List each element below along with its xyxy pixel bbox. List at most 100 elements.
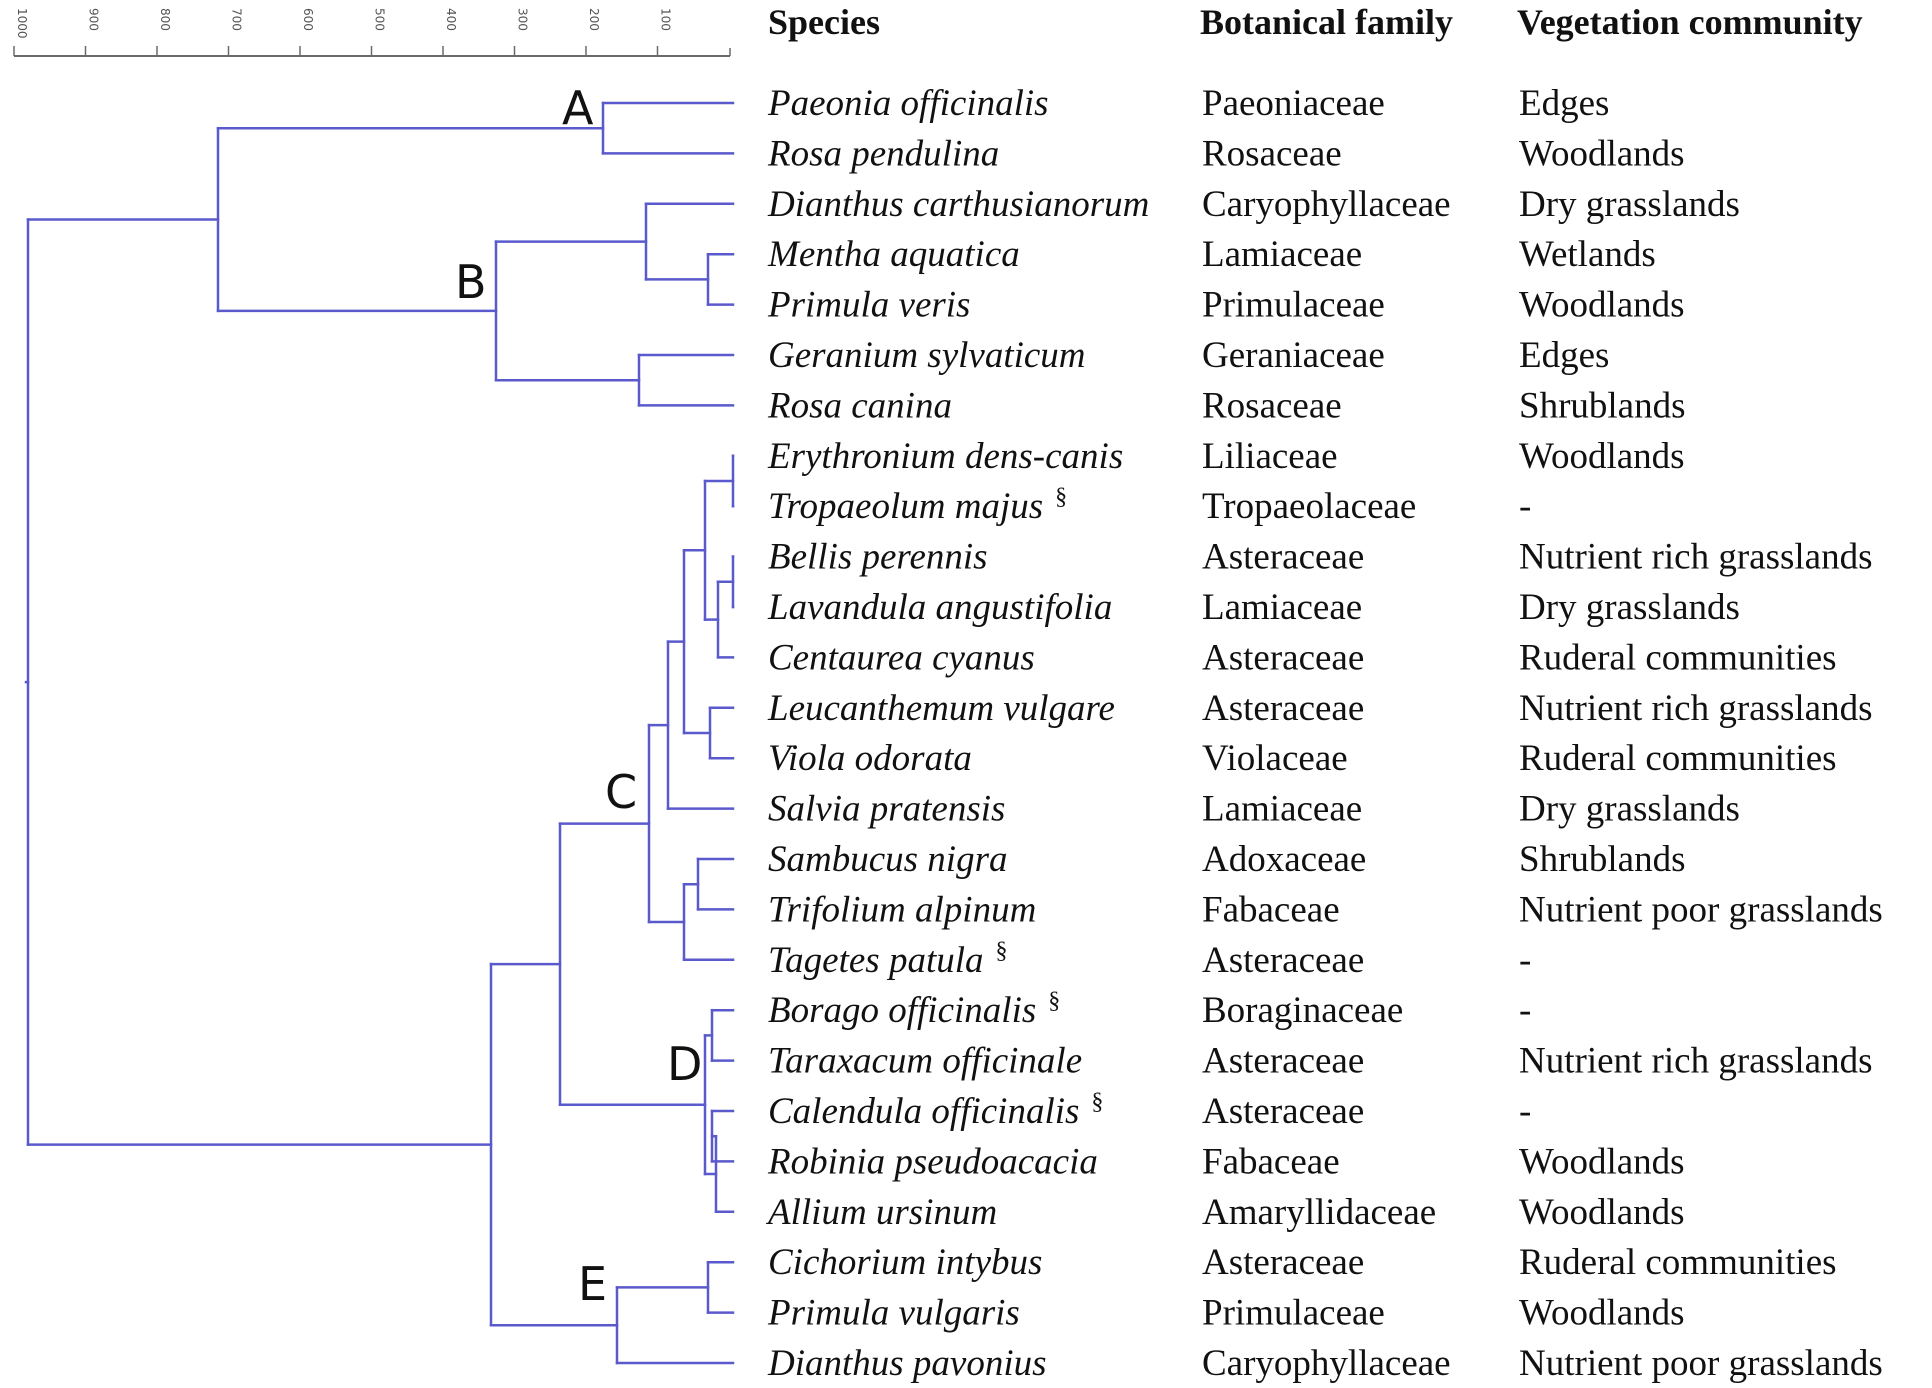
botanical-family: Asteraceae [1202, 1091, 1364, 1132]
vegetation-community: Woodlands [1519, 133, 1685, 174]
table-row: Rosa pendulina Rosaceae Woodlands [767, 133, 1685, 174]
species-name: Paeonia officinalis [767, 83, 1049, 124]
botanical-family: Asteraceae [1202, 1242, 1364, 1283]
botanical-family: Lamiaceae [1202, 587, 1362, 628]
cluster-labels: A B C D E [455, 81, 702, 1311]
scale-tick-label: 800 [158, 8, 172, 31]
vegetation-community: Woodlands [1519, 1192, 1685, 1233]
vegetation-community: Wetlands [1519, 234, 1656, 275]
species-name: Robinia pseudoacacia [767, 1141, 1098, 1182]
vegetation-community: Nutrient rich grasslands [1519, 537, 1872, 578]
botanical-family: Lamiaceae [1202, 789, 1362, 830]
species-name: Cichorium intybus [768, 1242, 1042, 1283]
species-name: Rosa canina [767, 385, 952, 426]
table-row: Robinia pseudoacacia Fabaceae Woodlands [767, 1141, 1685, 1182]
table-row: Primula veris Primulaceae Woodlands [767, 285, 1685, 326]
table-row: Borago officinalis§Boraginaceae- [768, 988, 1531, 1031]
table-row: Allium ursinum Amaryllidaceae Woodlands [765, 1192, 1685, 1233]
table-row: Mentha aquatica Lamiaceae Wetlands [767, 234, 1656, 275]
table-row: Paeonia officinalis Paeoniaceae Edges [767, 83, 1609, 124]
species-name: Salvia pratensis [768, 789, 1005, 830]
vegetation-community: Woodlands [1519, 1293, 1685, 1334]
botanical-family: Geraniaceae [1202, 335, 1385, 376]
vegetation-community: Dry grasslands [1519, 789, 1740, 830]
botanical-family: Adoxaceae [1202, 839, 1366, 880]
scale-tick-label: 100 [659, 8, 673, 31]
community-header: Vegetation community [1517, 2, 1863, 42]
botanical-family: Amaryllidaceae [1202, 1192, 1436, 1233]
species-name: Primula veris [767, 285, 970, 326]
species-name: Sambucus nigra [768, 839, 1007, 880]
botanical-family: Primulaceae [1202, 1293, 1385, 1334]
vegetation-community: Dry grasslands [1519, 184, 1740, 225]
table-row: Tagetes patula§Asteraceae- [768, 938, 1531, 981]
vegetation-community: Shrublands [1519, 839, 1686, 880]
botanical-family: Asteraceae [1202, 537, 1364, 578]
table-row: Dianthus carthusianorum Caryophyllaceae Dr… [767, 184, 1740, 225]
botanical-family: Paeoniaceae [1202, 83, 1385, 124]
vegetation-community: Woodlands [1519, 1141, 1685, 1182]
table-row: Sambucus nigra Adoxaceae Shrublands [768, 839, 1686, 880]
botanical-family: Tropaeolaceae [1202, 486, 1416, 527]
cluster-label-a: A [562, 81, 594, 135]
botanical-family: Rosaceae [1202, 385, 1342, 426]
vegetation-community: Nutrient poor grasslands [1519, 889, 1883, 930]
botanical-family: Asteraceae [1202, 688, 1364, 729]
table-row: Rosa canina Rosaceae Shrublands [767, 385, 1686, 426]
cluster-label-e: E [578, 1257, 607, 1311]
cultivated-marker: § [1091, 1089, 1103, 1115]
botanical-family: Violaceae [1202, 738, 1348, 779]
species-name: Centaurea cyanus [768, 637, 1035, 678]
cultivated-marker: § [1055, 484, 1067, 510]
cluster-label-b: B [455, 255, 487, 309]
species-name: Dianthus carthusianorum [767, 184, 1149, 225]
scale-tick-label: 400 [444, 8, 458, 31]
species-header: Species [768, 2, 880, 42]
species-name: Rosa pendulina [767, 133, 999, 174]
botanical-family: Fabaceae [1202, 1141, 1340, 1182]
vegetation-community: Nutrient poor grasslands [1519, 1343, 1883, 1384]
vegetation-community: Edges [1519, 83, 1609, 124]
species-name: Allium ursinum [765, 1192, 997, 1233]
vegetation-community: Woodlands [1519, 285, 1685, 326]
species-name: Leucanthemum vulgare [767, 688, 1115, 729]
vegetation-community: Dry grasslands [1519, 587, 1740, 628]
botanical-family: Asteraceae [1202, 1041, 1364, 1082]
botanical-family: Primulaceae [1202, 285, 1385, 326]
botanical-family: Rosaceae [1202, 133, 1342, 174]
table-row: Salvia pratensis Lamiaceae Dry grasslands [768, 789, 1740, 830]
scale-tick-label: 300 [516, 8, 530, 31]
species-name: Geranium sylvaticum [768, 335, 1086, 376]
botanical-family: Caryophyllaceae [1202, 184, 1451, 225]
species-name: Mentha aquatica [767, 234, 1020, 275]
cluster-label-c: C [605, 765, 637, 819]
botanical-family: Lamiaceae [1202, 234, 1362, 275]
table-row: Geranium sylvaticum Geraniaceae Edges [768, 335, 1609, 376]
species-name: Trifolium alpinum [768, 889, 1036, 930]
scale-tick-label: 500 [373, 8, 387, 31]
vegetation-community: Edges [1519, 335, 1609, 376]
dendrogram-tree [24, 101, 735, 1365]
botanical-family: Fabaceae [1202, 889, 1340, 930]
botanical-family: Boraginaceae [1202, 990, 1403, 1031]
vegetation-community: Shrublands [1519, 385, 1686, 426]
vegetation-community: - [1519, 990, 1531, 1031]
cluster-label-d: D [667, 1037, 702, 1091]
cultivated-marker: § [996, 938, 1008, 964]
table-row: Calendula officinalis§Asteraceae- [768, 1089, 1531, 1132]
scale-tick-label: 900 [87, 8, 101, 31]
species-name: Erythronium dens-canis [767, 436, 1123, 477]
species-name: Tagetes patula§ [768, 938, 1008, 981]
